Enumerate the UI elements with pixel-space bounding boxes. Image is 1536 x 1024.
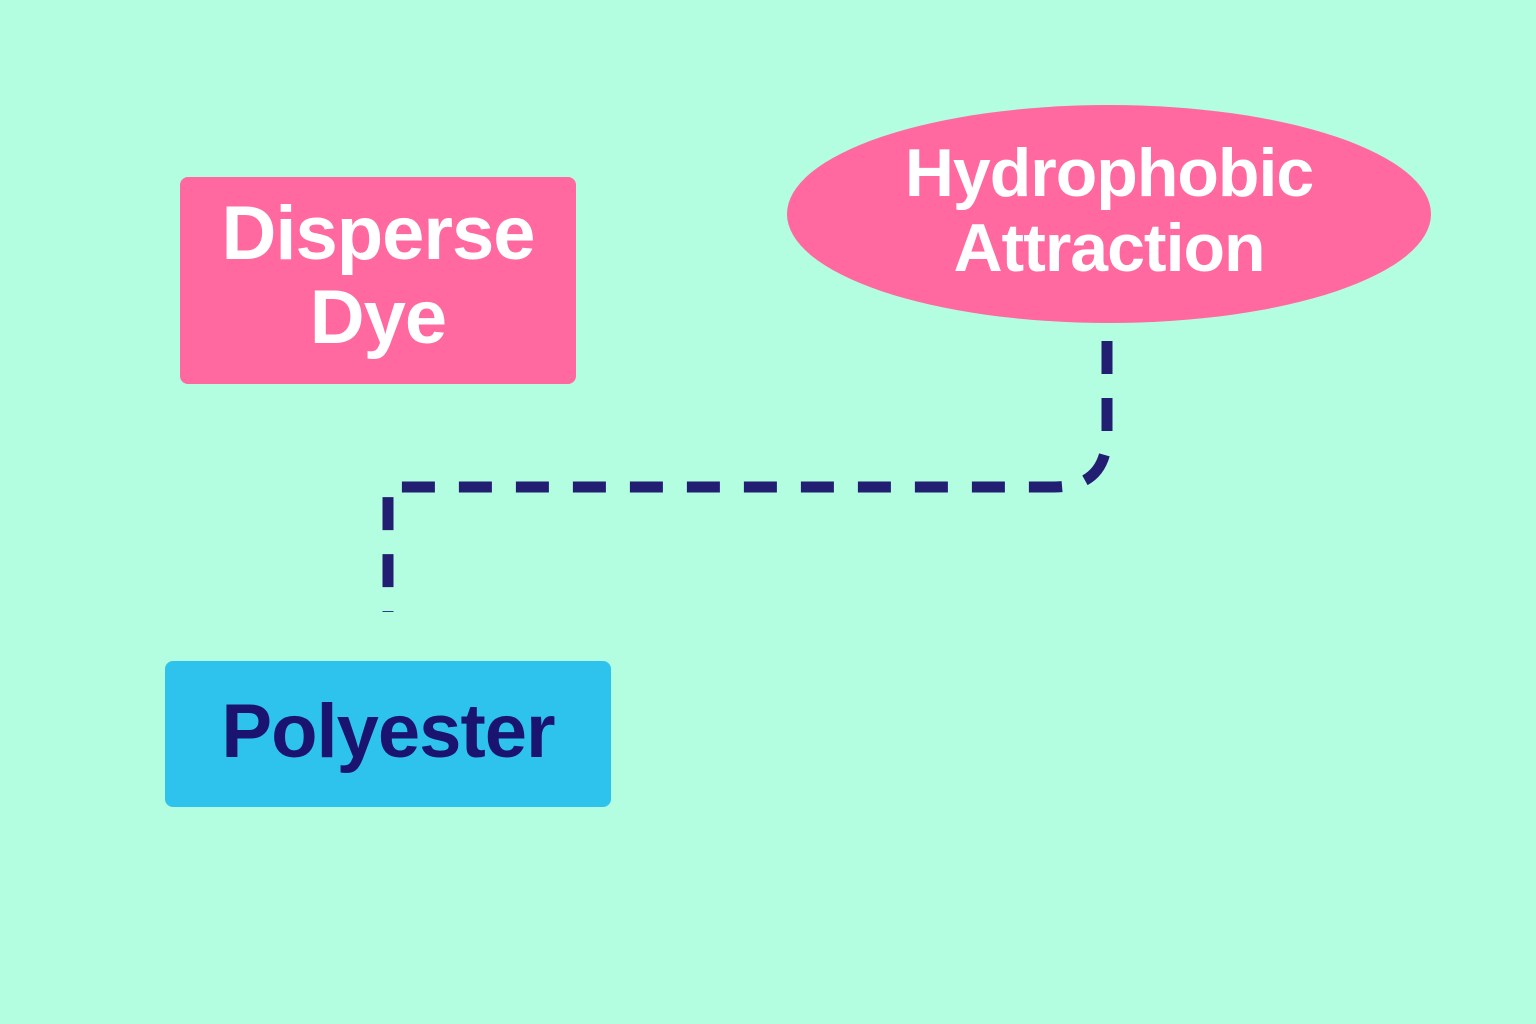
polyester-label: Polyester bbox=[221, 689, 555, 774]
disperse-dye-node: Disperse Dye bbox=[180, 177, 576, 384]
hydrophobic-attraction-label: Hydrophobic Attraction bbox=[904, 135, 1314, 286]
polyester-node: Polyester bbox=[165, 661, 611, 807]
connector-hydrophobic-to-polyester bbox=[382, 341, 1113, 612]
hydrophobic-attraction-node: Hydrophobic Attraction bbox=[787, 105, 1431, 323]
disperse-dye-label: Disperse Dye bbox=[221, 190, 535, 360]
